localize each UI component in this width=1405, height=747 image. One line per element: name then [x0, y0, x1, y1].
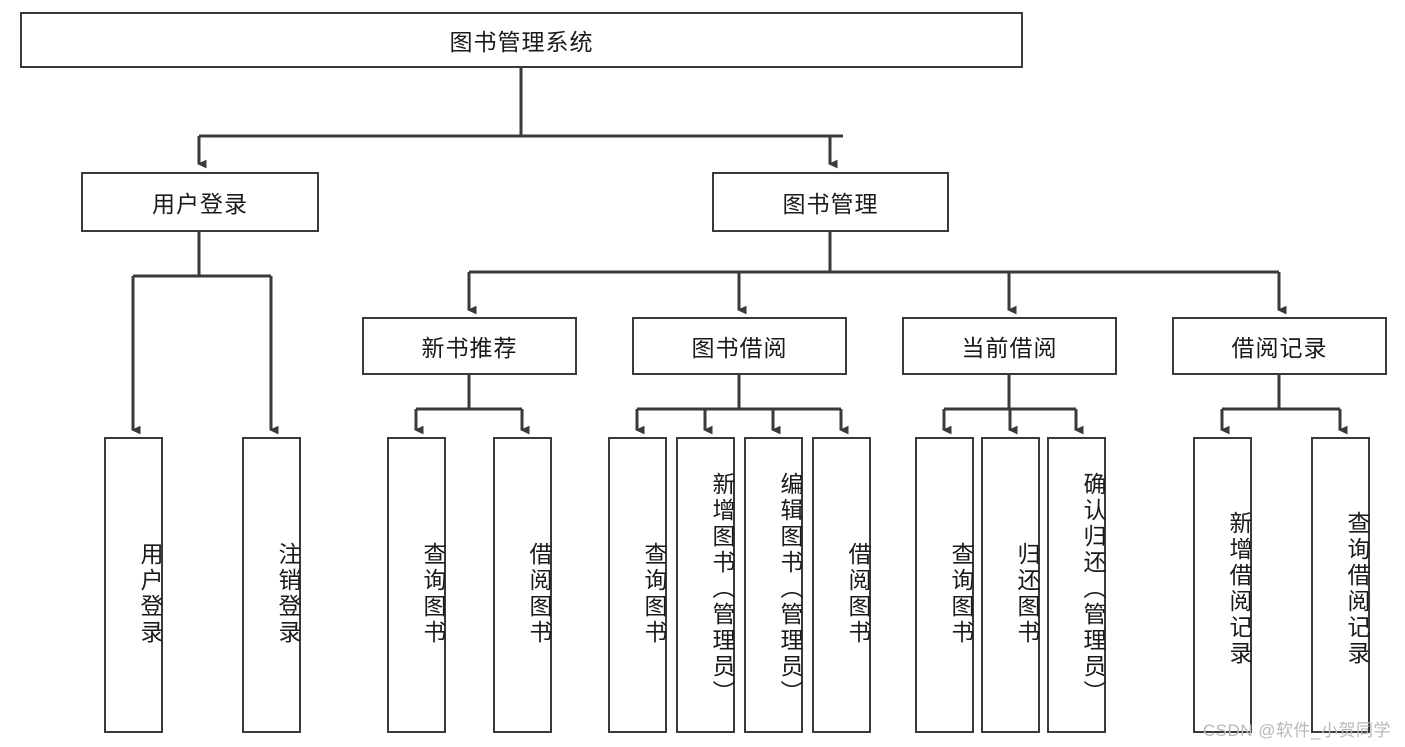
- node-leaf-query-book-borrow[interactable]: 查询图书: [608, 437, 667, 733]
- node-leaf-logout-login[interactable]: 注销登录: [242, 437, 301, 733]
- node-book-management-system[interactable]: 图书管理系统: [20, 12, 1023, 68]
- node-leaf-query-borrow-record[interactable]: 查询借阅记录: [1311, 437, 1370, 733]
- node-label: 用户登录: [137, 542, 163, 646]
- node-label: 确认归还（管理员）: [1080, 472, 1106, 706]
- watermark-text: CSDN @软件_小贺同学: [1202, 721, 1391, 740]
- node-borrow-record[interactable]: 借阅记录: [1172, 317, 1387, 375]
- node-leaf-borrow-book[interactable]: 借阅图书: [812, 437, 871, 733]
- node-label: 查询图书: [420, 542, 446, 646]
- node-user-login[interactable]: 用户登录: [81, 172, 319, 232]
- node-book-borrow[interactable]: 图书借阅: [632, 317, 847, 375]
- node-label: 新书推荐: [421, 335, 518, 361]
- node-leaf-confirm-return[interactable]: 确认归还（管理员）: [1047, 437, 1106, 733]
- node-label: 查询图书: [948, 542, 974, 646]
- node-label: 图书管理: [782, 191, 879, 217]
- node-label: 借阅图书: [845, 542, 871, 646]
- node-label: 借阅记录: [1231, 335, 1328, 361]
- node-label: 新增图书（管理员）: [709, 472, 735, 706]
- node-leaf-edit-book[interactable]: 编辑图书（管理员）: [744, 437, 803, 733]
- node-new-book-recommend[interactable]: 新书推荐: [362, 317, 577, 375]
- node-label: 图书借阅: [691, 335, 788, 361]
- node-leaf-query-book-current[interactable]: 查询图书: [915, 437, 974, 733]
- node-current-borrow[interactable]: 当前借阅: [902, 317, 1117, 375]
- node-label: 归还图书: [1014, 542, 1040, 646]
- node-label: 图书管理系统: [449, 29, 594, 55]
- node-label: 注销登录: [275, 542, 301, 646]
- node-book-management[interactable]: 图书管理: [712, 172, 949, 232]
- node-leaf-return-book[interactable]: 归还图书: [981, 437, 1040, 733]
- node-label: 用户登录: [152, 191, 248, 217]
- node-leaf-query-book-recommend[interactable]: 查询图书: [387, 437, 446, 733]
- node-label: 新增借阅记录: [1226, 511, 1252, 667]
- node-leaf-add-borrow-record[interactable]: 新增借阅记录: [1193, 437, 1252, 733]
- node-leaf-borrow-book-recommend[interactable]: 借阅图书: [493, 437, 552, 733]
- node-label: 查询图书: [641, 542, 667, 646]
- node-leaf-add-book[interactable]: 新增图书（管理员）: [676, 437, 735, 733]
- node-label: 查询借阅记录: [1344, 511, 1370, 667]
- node-label: 当前借阅: [961, 335, 1058, 361]
- node-label: 借阅图书: [526, 542, 552, 646]
- node-label: 编辑图书（管理员）: [777, 472, 803, 706]
- node-leaf-user-login[interactable]: 用户登录: [104, 437, 163, 733]
